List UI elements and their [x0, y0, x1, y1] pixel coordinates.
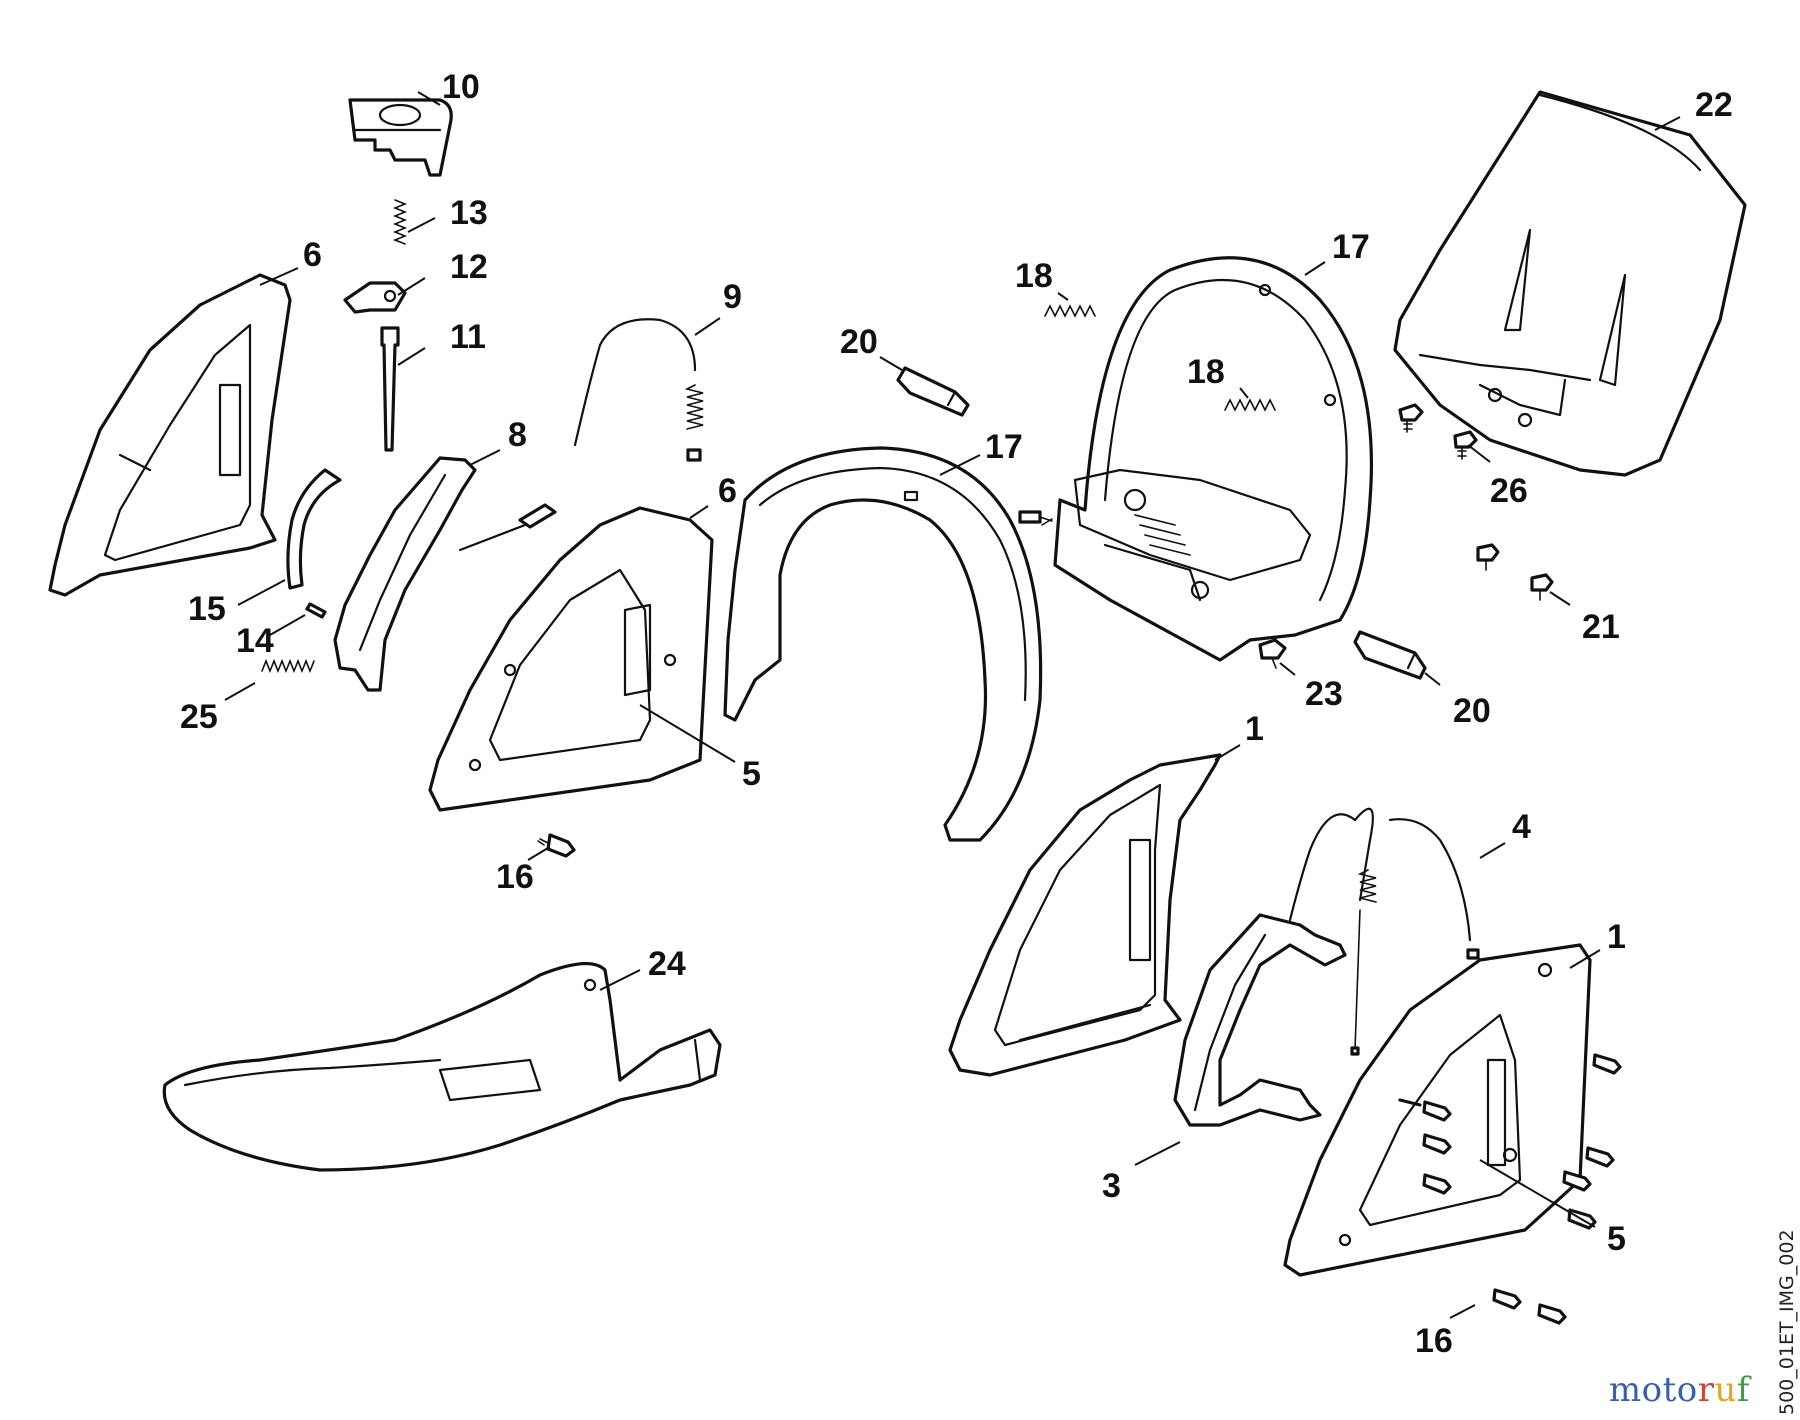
image-code: 500_01ET_IMG_002 — [1776, 1229, 1798, 1415]
part-4-cable — [1288, 807, 1480, 1056]
label-22: 22 — [1695, 86, 1733, 124]
label-13: 13 — [450, 194, 488, 232]
part-25-spring — [261, 658, 315, 674]
part-21-screw — [1476, 543, 1554, 601]
part-18-spring-upper — [1044, 304, 1096, 318]
label-21: 21 — [1582, 608, 1620, 646]
watermark-logo: motoruf — [1609, 1370, 1750, 1410]
watermark-letter: m — [1608, 1370, 1642, 1410]
label-23: 23 — [1305, 675, 1343, 713]
label-20-lower: 20 — [1453, 692, 1491, 730]
screw-guard — [1018, 510, 1053, 526]
part-15-strip — [286, 468, 342, 590]
part-number-labels: 10 13 12 11 6 9 8 15 14 25 5 6 16 20 17 … — [180, 68, 1733, 1360]
part-23-screw — [1258, 638, 1287, 669]
part-24-pad — [162, 961, 722, 1172]
label-1-upper: 1 — [1245, 710, 1264, 748]
part-9-cable — [458, 318, 704, 552]
watermark-letter: t — [1662, 1370, 1677, 1410]
label-5-right: 5 — [1607, 1220, 1626, 1258]
part-17-hoop-center — [723, 446, 1043, 842]
label-17-right: 17 — [1332, 228, 1370, 266]
watermark-letter: r — [1697, 1370, 1715, 1410]
label-26: 26 — [1490, 472, 1528, 510]
label-3: 3 — [1102, 1167, 1121, 1205]
label-14: 14 — [236, 622, 274, 660]
label-6-left: 6 — [303, 236, 322, 274]
part-3-trigger — [1173, 913, 1347, 1127]
part-6-handle-half-center — [428, 506, 714, 812]
label-20-upper: 20 — [840, 323, 878, 361]
leader-lines — [224, 91, 1681, 1319]
watermark-letter: o — [1641, 1370, 1663, 1410]
label-6-center: 6 — [718, 472, 737, 510]
label-18-upper: 18 — [1015, 257, 1053, 295]
part-11-pin — [380, 326, 400, 452]
label-17-center: 17 — [985, 428, 1023, 466]
part-6-handle-half-left — [48, 273, 292, 597]
part-10-cap — [348, 98, 453, 177]
label-18-lower: 18 — [1187, 353, 1225, 391]
part-22-cover — [1393, 90, 1747, 477]
label-16-left: 16 — [496, 858, 534, 896]
part-1-handle-half-upper — [948, 753, 1222, 1077]
part-20-sleeve-upper — [896, 366, 970, 417]
part-13-spring — [392, 199, 408, 245]
part-16-screw-left — [537, 833, 576, 858]
watermark-letter: u — [1714, 1370, 1737, 1410]
label-16-right: 16 — [1415, 1322, 1453, 1360]
part-20-sleeve-lower — [1353, 630, 1427, 680]
watermark-letter: o — [1676, 1370, 1698, 1410]
label-25: 25 — [180, 698, 218, 736]
label-1-lower: 1 — [1607, 918, 1626, 956]
label-9: 9 — [723, 278, 742, 316]
part-26-screw — [1398, 403, 1478, 460]
part-18-spring-lower — [1224, 398, 1276, 412]
label-24: 24 — [648, 945, 686, 983]
label-4: 4 — [1512, 808, 1531, 846]
part-12-catch — [343, 281, 407, 314]
part-8-trigger — [333, 456, 477, 692]
part-17-guard-hoop — [1053, 256, 1374, 662]
watermark-letter: f — [1736, 1370, 1750, 1410]
label-8: 8 — [508, 416, 527, 454]
label-12: 12 — [450, 248, 488, 286]
label-11: 11 — [450, 318, 486, 356]
label-15: 15 — [188, 590, 226, 628]
part-14-pin — [305, 602, 327, 619]
label-5-left: 5 — [742, 755, 761, 793]
label-10: 10 — [442, 68, 480, 106]
